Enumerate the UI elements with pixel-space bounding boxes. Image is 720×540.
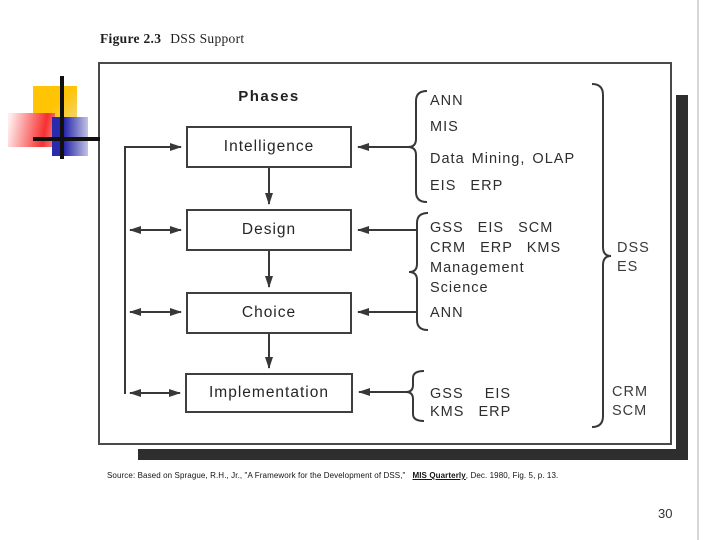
frame-shadow-bottom bbox=[138, 449, 687, 460]
label-scm: SCM bbox=[612, 403, 648, 419]
frame-shadow-right bbox=[676, 95, 688, 460]
phase-box-implementation: Implementation bbox=[185, 373, 353, 413]
tech-line: Management bbox=[430, 260, 525, 276]
template-right-rule bbox=[697, 0, 699, 540]
phases-heading: Phases bbox=[238, 88, 300, 105]
phase-box-intelligence: Intelligence bbox=[186, 126, 352, 168]
brace-group-2 bbox=[408, 212, 429, 331]
figure-title-text: DSS Support bbox=[170, 31, 245, 46]
deco-red-square bbox=[8, 113, 55, 147]
phase-label: Intelligence bbox=[223, 138, 315, 155]
phase-label: Design bbox=[241, 221, 297, 238]
tech-line: ANN bbox=[430, 93, 464, 109]
figure-title: Figure 2.3 DSS Support bbox=[100, 31, 244, 47]
figure-number-label: Figure 2.3 bbox=[100, 31, 162, 46]
deco-blue-square bbox=[52, 117, 88, 156]
tech-line: MIS bbox=[430, 119, 459, 135]
page-number: 30 bbox=[658, 506, 673, 521]
source-citation: Source: Based on Sprague, R.H., Jr., "A … bbox=[107, 471, 558, 480]
tech-line: GSS EIS SCM bbox=[430, 220, 554, 236]
label-es: ES bbox=[617, 259, 639, 275]
brace-group-3 bbox=[405, 370, 425, 422]
tech-line: KMS ERP bbox=[430, 404, 512, 420]
deco-cross-horizontal-line bbox=[33, 137, 100, 141]
tech-line: EIS ERP bbox=[430, 178, 504, 194]
phase-label: Implementation bbox=[209, 384, 329, 401]
brace-group-1 bbox=[407, 90, 428, 203]
phase-box-design: Design bbox=[186, 209, 352, 251]
label-crm: CRM bbox=[612, 384, 649, 400]
tech-line: GSS EIS bbox=[430, 386, 512, 402]
source-suffix: , Dec. 1980, Fig. 5, p. 13. bbox=[465, 471, 559, 480]
source-prefix: Source: Based on Sprague, R.H., Jr., "A … bbox=[107, 471, 413, 480]
tech-line: Data Mining, OLAP bbox=[430, 151, 576, 167]
tech-line: CRM ERP KMS bbox=[430, 240, 562, 256]
phase-box-choice: Choice bbox=[186, 292, 352, 334]
source-journal: MIS Quarterly bbox=[412, 471, 466, 480]
deco-cross-vertical-line bbox=[60, 76, 64, 159]
brace-dss-es bbox=[591, 83, 612, 428]
label-dss: DSS bbox=[617, 240, 650, 256]
phase-label: Choice bbox=[241, 304, 297, 321]
tech-line: Science bbox=[430, 280, 489, 296]
deco-yellow-square bbox=[33, 86, 77, 118]
tech-line: ANN bbox=[430, 305, 464, 321]
